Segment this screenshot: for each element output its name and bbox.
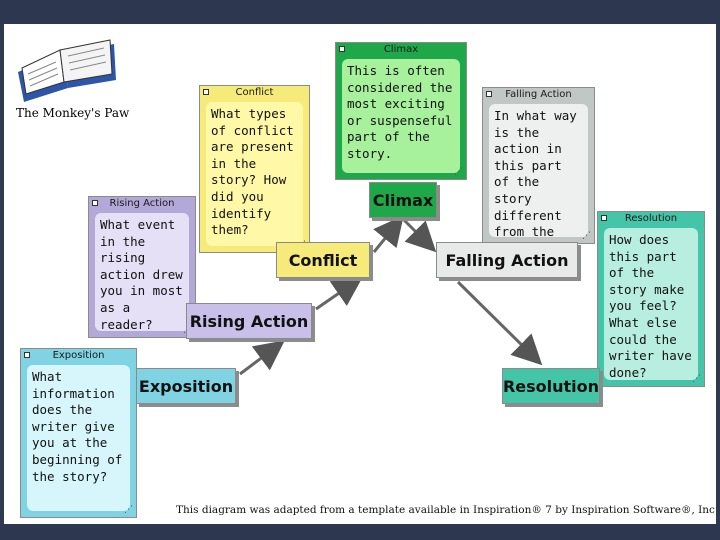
top-band xyxy=(0,0,720,24)
note-text: In what way is the action in this part o… xyxy=(489,104,588,237)
arrow-rising-to-conflict xyxy=(315,276,363,311)
note-text: How does this part of the story make you… xyxy=(604,228,698,380)
arrow-exposition-to-rising xyxy=(239,340,285,376)
note-header-label: Resolution xyxy=(624,213,678,224)
stage-falling-action: Falling Action xyxy=(436,242,578,278)
arrow-falling-to-resolution xyxy=(456,280,543,366)
note-text: What information does the writer give yo… xyxy=(27,365,130,511)
note-exposition: Exposition What information does the wri… xyxy=(20,348,137,518)
note-checkbox-icon xyxy=(203,89,209,95)
source-credit: This diagram was adapted from a template… xyxy=(176,504,716,516)
note-conflict: Conflict What types of conflict are pres… xyxy=(199,85,310,253)
open-book-icon xyxy=(18,39,116,102)
resize-grip-icon: ⋰ xyxy=(454,167,463,177)
arrow-conflict-to-climax xyxy=(372,215,404,253)
resize-grip-icon: ⋰ xyxy=(124,505,133,515)
stage-climax: Climax xyxy=(369,182,437,218)
stage-rising-action: Rising Action xyxy=(186,303,312,339)
stage-resolution: Resolution xyxy=(502,368,600,404)
diagram-canvas: The Monkey's Paw Climax This is often co… xyxy=(4,24,716,524)
arrow-climax-to-falling xyxy=(402,218,437,253)
note-text: What types of conflict are present in th… xyxy=(206,102,303,246)
note-checkbox-icon xyxy=(92,200,98,206)
stage-exposition: Exposition xyxy=(136,368,236,404)
note-checkbox-icon xyxy=(24,352,30,358)
plot-arrows xyxy=(239,215,543,376)
note-checkbox-icon xyxy=(486,91,492,97)
note-checkbox-icon xyxy=(339,46,345,52)
note-header-label: Climax xyxy=(383,44,419,55)
note-climax: Climax This is often considered the most… xyxy=(335,42,467,180)
note-rising-action: Rising Action What event in the rising a… xyxy=(88,196,196,338)
resize-grip-icon: ⋰ xyxy=(692,374,701,384)
story-title: The Monkey's Paw xyxy=(16,106,130,120)
note-text: This is often considered the most exciti… xyxy=(342,59,460,173)
note-falling-action: Falling Action In what way is the action… xyxy=(482,87,595,244)
note-checkbox-icon xyxy=(601,215,607,221)
stage-conflict: Conflict xyxy=(276,242,370,278)
note-header-label: Rising Action xyxy=(109,198,175,209)
bottom-band xyxy=(0,524,720,540)
note-header-label: Falling Action xyxy=(505,89,572,100)
note-header-label: Exposition xyxy=(52,350,105,361)
note-resolution: Resolution How does this part of the sto… xyxy=(597,211,705,387)
note-header-label: Conflict xyxy=(235,87,274,98)
note-text: What event in the rising action drew you… xyxy=(95,213,189,331)
resize-grip-icon: ⋰ xyxy=(582,231,591,241)
